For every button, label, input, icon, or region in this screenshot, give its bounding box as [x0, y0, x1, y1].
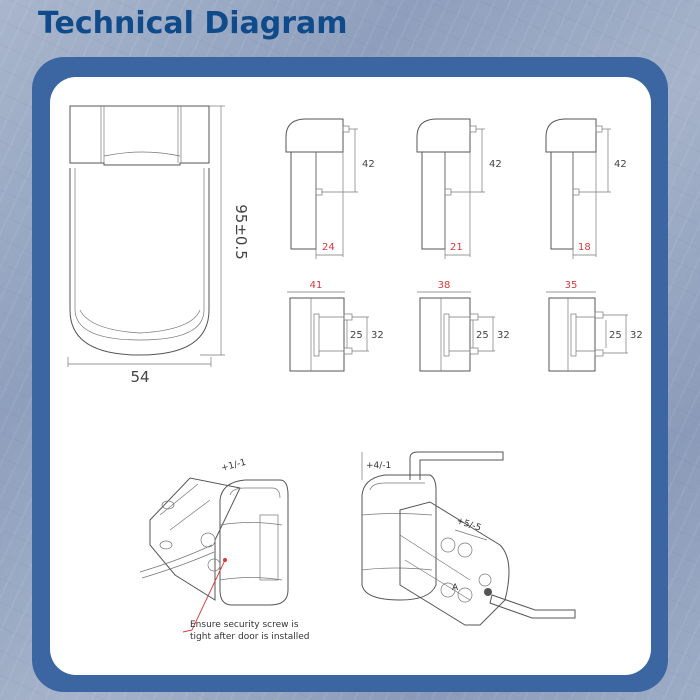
side-2-pin-spacing: 42 [489, 159, 502, 170]
top-view-3: 35 25 32 [546, 280, 643, 372]
security-note-line2: tight after door is installed [190, 632, 310, 642]
side-3-depth: 18 [578, 242, 591, 253]
side-1-pin-spacing: 42 [362, 159, 375, 170]
svg-text:A: A [452, 583, 459, 593]
top-3-outer: 32 [630, 330, 643, 341]
side-2-depth: 21 [450, 242, 463, 253]
side-view-3: 42 18 [545, 118, 627, 259]
top-2-width: 38 [438, 280, 451, 291]
side-view-2: 42 21 [416, 118, 502, 259]
top-1-inner: 25 [350, 330, 363, 341]
top-3-inner: 25 [609, 330, 622, 341]
top-2-outer: 32 [497, 330, 510, 341]
left-adjust-label: +1/-1 [220, 458, 247, 474]
iso-hinge-right: +4/-1 +5/-5 A [361, 451, 576, 626]
front-width-dimension: 54 [130, 368, 149, 386]
top-view-2: 38 25 32 [417, 280, 510, 372]
side-view-1: 42 24 [285, 118, 375, 259]
front-view: 95±0.5 54 [67, 105, 250, 386]
side-1-depth: 24 [322, 242, 335, 253]
page-title: Technical Diagram [38, 6, 348, 41]
front-height-dimension: 95±0.5 [232, 204, 250, 260]
side-3-pin-spacing: 42 [614, 159, 627, 170]
top-3-width: 35 [565, 280, 578, 291]
top-1-width: 41 [310, 280, 323, 291]
iso-hinge-left: +1/-1 Ensure security screw is tight aft… [139, 458, 310, 642]
security-note-line1: Ensure security screw is [190, 620, 299, 630]
top-view-1: 41 25 32 [287, 280, 384, 372]
top-2-inner: 25 [476, 330, 489, 341]
top-1-outer: 32 [371, 330, 384, 341]
vertical-adjust-label: +4/-1 [366, 461, 391, 471]
